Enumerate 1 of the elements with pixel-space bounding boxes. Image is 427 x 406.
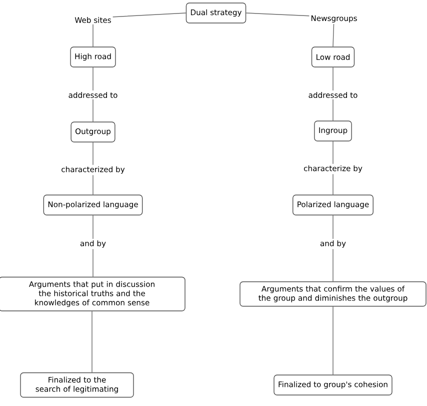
connector-line: [332, 306, 334, 375]
